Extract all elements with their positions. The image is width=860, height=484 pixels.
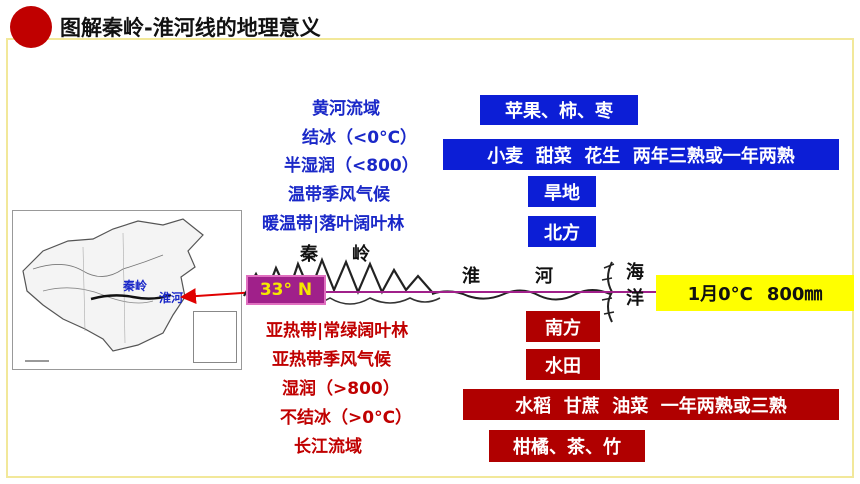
china-map-outline-icon [22, 218, 204, 362]
north-climate-label: 温带季风气候 [288, 185, 390, 205]
latitude-badge: 33° N [246, 275, 326, 305]
north-land-box: 旱地 [528, 176, 596, 207]
title-bullet-icon [10, 6, 52, 48]
north-region-box: 北方 [528, 216, 596, 247]
ling-char: 岭 [352, 244, 370, 265]
north-forest-label: 暖温带|落叶阔叶林 [262, 214, 405, 234]
china-map: 秦岭 淮河 [12, 210, 242, 370]
south-forest-label: 亚热带|常绿阔叶林 [266, 321, 409, 341]
boundary-values-box: 1月0°C 800㎜ [656, 275, 854, 311]
south-land-box: 水田 [526, 349, 600, 380]
hai-char: 海 [626, 262, 644, 283]
south-crops-box: 水稻 甘蔗 油菜 一年两熟或三熟 [463, 389, 839, 420]
south-ice-label: 不结冰（>0°C） [280, 408, 413, 428]
north-crops-box: 小麦 甜菜 花生 两年三熟或一年两熟 [443, 139, 839, 170]
page-title: 图解秦岭-淮河线的地理意义 [60, 16, 321, 40]
huai-char: 淮 [462, 266, 480, 287]
south-fruits-box: 柑橘、茶、竹 [489, 430, 645, 462]
south-region-box: 南方 [526, 311, 600, 342]
south-climate-label: 亚热带季风气候 [272, 350, 391, 370]
january-temp-label: 1月0°C [687, 284, 753, 305]
south-basin-label: 长江流域 [294, 437, 362, 457]
south-sea-inset [193, 311, 237, 363]
north-fruits-box: 苹果、柿、枣 [480, 95, 638, 125]
north-ice-label: 结冰（<0°C） [302, 128, 418, 148]
map-huaihe-label: 淮河 [159, 291, 184, 305]
he-char: 河 [535, 266, 553, 287]
content-frame [6, 38, 854, 478]
north-humidity-label: 半湿润（<800） [284, 156, 419, 176]
map-qinling-label: 秦岭 [123, 279, 148, 293]
qin-char: 秦 [300, 244, 318, 265]
yang-char: 洋 [626, 288, 644, 309]
south-humidity-label: 湿润（>800） [282, 379, 400, 399]
rainfall-label: 800㎜ [766, 284, 823, 305]
north-basin-label: 黄河流域 [312, 99, 380, 119]
